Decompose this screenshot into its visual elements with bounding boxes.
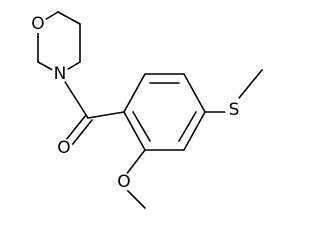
morpholine-oxygen-mask <box>29 15 47 33</box>
bond-ring-c4-c5 <box>183 111 206 151</box>
bond-ring-c1-c2 <box>123 73 146 113</box>
bond-ring-c3-c4 <box>183 73 206 113</box>
methoxy-oxygen-mask <box>115 173 133 191</box>
morpholine-nitrogen-label: N <box>54 64 67 84</box>
morpholine-oxygen-label: O <box>31 14 44 34</box>
bonds <box>37 11 263 209</box>
bond-morpholine-c1-c2 <box>57 11 81 25</box>
morpholine-nitrogen-mask <box>51 65 69 83</box>
methoxy-oxygen-label: O <box>117 172 130 192</box>
thioether-sulfur-mask <box>225 101 243 119</box>
bond-methoxy-oxygen-methyl <box>126 189 146 209</box>
thioether-sulfur-label: S <box>229 100 240 120</box>
chemical-structure-diagram: O N O O S <box>29 11 263 209</box>
bond-ring-c6-c1 <box>123 111 146 151</box>
bond-ring-methoxy-oxygen <box>124 149 146 177</box>
carbonyl-oxygen-label: O <box>57 138 70 158</box>
bond-ring-inner-right <box>178 111 197 142</box>
bond-sulfur-methyl <box>238 69 263 99</box>
bond-carbonyl-ring <box>87 111 125 119</box>
atom-labels: O N O O S <box>29 14 243 192</box>
carbonyl-oxygen-mask <box>55 139 73 157</box>
bond-ring-inner-left <box>132 111 151 142</box>
